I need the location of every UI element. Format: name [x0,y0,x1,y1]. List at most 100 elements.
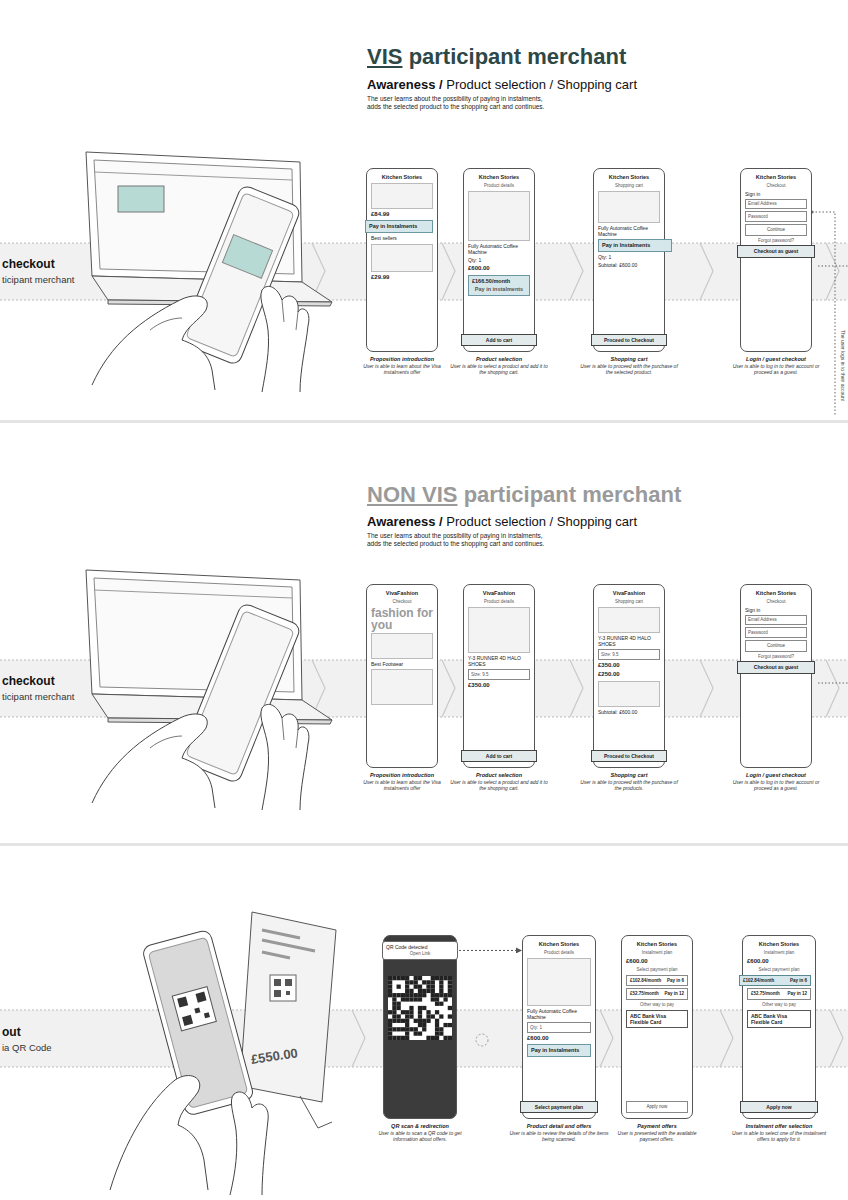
body-text: Apply now [766,1104,791,1110]
phone-screen: Kitchen StoriesShopping cartFully Automa… [593,168,665,352]
body-text: £52.75/month [630,991,659,997]
caption-title: Product selection [450,356,548,363]
price: £350.00 [598,662,660,670]
input-field: Qty: 1 [527,1022,591,1033]
body-text: Proceed to Checkout [604,753,654,759]
body-text: Continue [767,227,785,233]
body-text: ABC Bank Visa Flexible Card [751,1013,807,1026]
label: Awareness / [367,514,443,530]
store-name: VivaFashion [598,590,660,597]
screen-subtitle: Forgot password? [745,654,807,660]
caption-text: User is able to select a product and add… [450,779,548,792]
price: £600.00 [468,265,530,273]
store-name: Kitchen Stories [468,174,530,181]
product-image [468,191,530,241]
body-text: ABC Bank Visa Flexible Card [630,1013,684,1026]
phone-screen: Kitchen StoriesCheckoutSign inEmail Addr… [740,584,812,768]
input-field: Size: 9.5 [598,649,660,660]
caption: Proposition introductionUser is able to … [353,772,451,791]
body-text: Pay in Instalments [369,223,429,230]
caption-text: User is able to review the details of th… [509,1130,609,1143]
button: Add to cart [461,750,537,762]
caption: Proposition introductionUser is able to … [353,356,451,375]
button: Checkout as guest [737,661,815,673]
screen-subtitle: Instalment plan [747,950,811,956]
label: out [2,1025,21,1039]
caption: QR scan & redirectionUser is able to sca… [370,1123,470,1142]
price: £84.99 [371,211,433,219]
caption-text: User is able to learn about the Visa ins… [353,779,451,792]
body-text: Subtotal: £600.00 [598,709,660,715]
screen-subtitle: Shopping cart [598,599,660,605]
caption: Shopping cartUser is able to proceed wit… [580,772,678,791]
store-name: VivaFashion [371,590,433,597]
phone-screen: QR scan & redirectionUser is able to sca… [383,935,457,1119]
button: Proceed to Checkout [591,334,667,346]
body-text: Subtotal: £600.00 [598,262,660,268]
phone-screen: Kitchen StoriesCheckoutSign in Email Addr… [740,168,812,352]
input-field: Email Address [745,615,807,626]
store-name: Kitchen Stories [371,174,433,181]
input-field: Email Address [745,199,807,210]
offer-callout: £166.50/monthPay in instalments [468,275,530,296]
store-name: Kitchen Stories [745,174,807,181]
product-image [468,607,530,653]
button: Checkout as guest [737,245,815,257]
label: ticipant merchant [2,691,74,702]
body-text: Qty: 1 [468,257,530,263]
body-text: Sign in [745,191,807,197]
body-text: Add to cart [486,337,512,343]
caption-text: User is able to learn about the Visa ins… [353,363,451,376]
card-offer: ABC Bank Visa Flexible Card [747,1010,811,1029]
product-image [371,183,433,209]
phone-screen: Kitchen Stories£84.99Best sellers£29.99P… [366,168,438,352]
label: participant merchant [464,482,682,508]
input-field: Password [745,627,807,638]
caption-text: User is able to proceed with the purchas… [580,363,678,376]
body-text: QR Code detected [386,944,454,950]
label: checkout [2,674,55,688]
body-text: £102.84/month [743,978,774,984]
phone-screen: Kitchen StoriesProduct detailsFully Auto… [463,168,535,352]
caption-title: Product detail and offers [509,1123,609,1130]
body-text: £102.84/month [630,978,661,984]
price: £600.00 [527,1035,591,1043]
label: Product selection / Shopping cart [446,77,637,93]
caption: Product detail and offersUser is able to… [509,1123,609,1142]
qr-code [388,976,452,1040]
screen-subtitle: Checkout [371,599,433,605]
label: The user learns about the possibility of… [367,95,557,111]
body-text: Qty: 1 [598,254,660,260]
caption-text: User is able to scan a QR code to get in… [370,1130,470,1143]
button: Add to cart [461,334,537,346]
product-image [598,607,660,633]
phone-screen: Kitchen StoriesInstalment plan£600.00Sel… [742,935,816,1119]
label: Awareness / [367,77,443,93]
label: The user learns about the possibility of… [367,532,557,548]
caption: Product selectionUser is able to select … [450,356,548,375]
product-image [371,633,433,659]
product-image [598,191,660,223]
body-text: Pay in 12 [787,991,807,997]
body-text: £52.75/month [751,991,780,997]
screen-subtitle: Instalment plan [626,950,688,956]
button: Proceed to Checkout [591,750,667,762]
phone-screen: Kitchen StoriesProduct detailsFully Auto… [522,935,596,1119]
qr-holder [388,976,452,1044]
plan-option: £52.75/monthPay in 12 [626,988,688,1000]
screen-subtitle: Product details [527,950,591,956]
caption-text: User is presented with the available pay… [608,1130,706,1143]
outline-button: Continue [745,224,807,236]
store-name: Kitchen Stories [747,941,811,948]
body-text: Y-3 RUNNER 4D HALO SHOES [598,635,660,648]
caption-text: User is able to log in to their account … [727,779,825,792]
screen-subtitle: Product details [468,599,530,605]
caption-text: User is able to proceed with the purchas… [580,779,678,792]
screen-subtitle: Product details [468,183,530,189]
outline-button: Apply now [626,1101,688,1113]
body-text: Pay in 6 [790,978,807,984]
product-image [371,669,433,705]
caption: Instalment offer selectionUser is able t… [729,1123,829,1142]
label: ia QR Code [2,1042,52,1053]
screen-subtitle: Checkout [745,183,807,189]
